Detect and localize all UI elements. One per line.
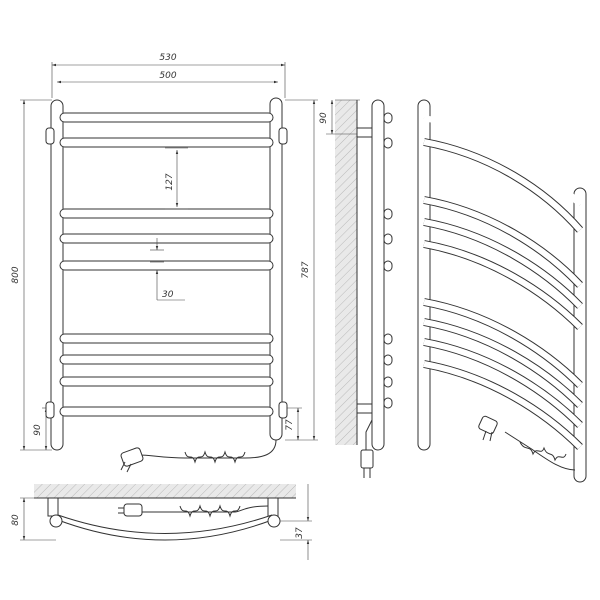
side-bracket-top (356, 127, 373, 138)
top-coiled-cable (179, 504, 241, 518)
top-left-cap (49, 514, 63, 528)
front-view: 530 500 800 90 787 77 (11, 53, 318, 473)
top-curved-bar (57, 519, 273, 541)
bracket-bottom-right (278, 401, 288, 419)
top-plug-icon (118, 503, 143, 517)
bar-5 (59, 260, 274, 271)
dim-label-500: 500 (159, 71, 176, 81)
left-upright (50, 99, 64, 451)
perspective-left-upright (417, 99, 431, 451)
bar-8 (59, 376, 274, 387)
side-upright (371, 99, 385, 451)
bracket-top-left (45, 127, 55, 145)
dim-label-127: 127 (165, 173, 175, 190)
dim-label-37: 37 (295, 527, 305, 539)
dim-label-90-wall: 90 (319, 112, 329, 124)
dim-label-787: 787 (301, 261, 311, 278)
dim-label-80: 80 (11, 514, 21, 526)
bracket-top-right (278, 127, 288, 145)
dim-label-800: 800 (11, 266, 21, 283)
bar-3 (59, 208, 274, 219)
bar-9 (59, 406, 274, 417)
horizontal-bars (59, 112, 274, 417)
top-view: 80 37 (11, 484, 312, 560)
bar-6 (59, 333, 274, 344)
side-plug-icon (360, 449, 374, 478)
dim-label-77: 77 (285, 419, 295, 431)
perspective-right-upright (573, 187, 587, 483)
dim-label-90-left: 90 (33, 424, 43, 436)
perspective-coiled-cable (519, 441, 567, 462)
perspective-cable (504, 431, 576, 471)
dim-label-30: 30 (162, 290, 174, 300)
side-bracket-bottom (356, 403, 373, 414)
bar-4 (59, 233, 274, 244)
perspective-curved-bars (423, 115, 584, 450)
bar-2 (59, 137, 274, 148)
top-right-cap (267, 514, 281, 528)
dim-label-530: 530 (159, 53, 176, 63)
bar-end-caps (383, 112, 393, 409)
perspective-view (417, 99, 587, 483)
plug-icon (120, 447, 144, 473)
perspective-plug-icon (478, 415, 498, 442)
bracket-bottom-left (45, 401, 55, 419)
power-cable (185, 439, 277, 459)
bar-7 (59, 354, 274, 365)
coiled-cable (184, 450, 246, 464)
bar-1 (59, 112, 274, 123)
side-view: 90 (319, 99, 393, 478)
